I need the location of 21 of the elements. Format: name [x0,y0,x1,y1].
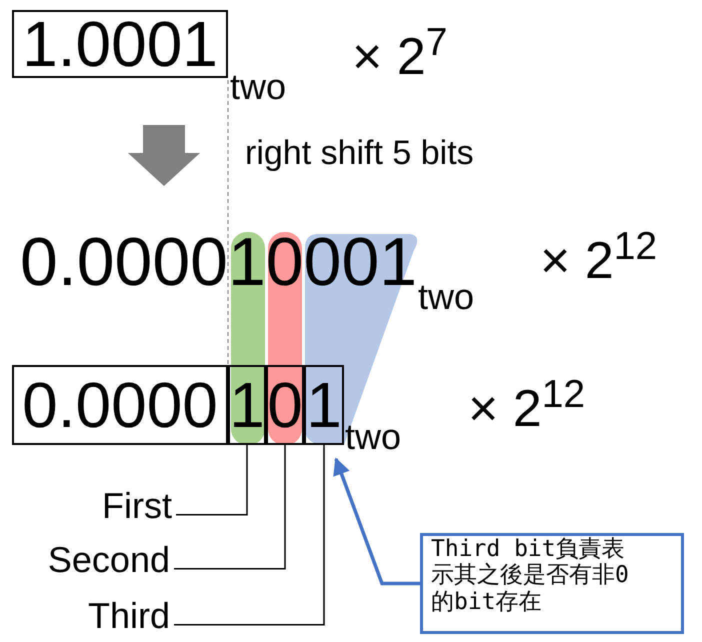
digit-box: 1 [304,365,344,445]
exponent-text: × 2$^{12}$ [540,224,658,292]
digit-box: 0.0000 [12,365,228,445]
subscript-text: two [230,65,286,109]
leader-line [176,445,248,516]
bit-label: Second [22,538,170,582]
exponent-text: × 2$^{7}$ [352,20,448,88]
exponent-text: × 2$^{12}$ [468,372,586,440]
binary-number: 0.000010001 [20,228,418,296]
bit-label: Third [62,594,170,638]
subscript-text: two [345,415,402,459]
arrow [333,457,420,586]
digit-box: 1.0001 [12,10,228,78]
leader-line [174,445,325,626]
digit-box: 1 [228,365,266,445]
digit-box: 0 [266,365,304,445]
subscript-text: two [418,275,474,319]
shift-text: right shift 5 bits [245,133,474,174]
note-box: Third bit負責表示其之後是否有非0的bit存在 [420,533,684,634]
bit-label: First [80,484,172,528]
leader-line [174,445,286,570]
